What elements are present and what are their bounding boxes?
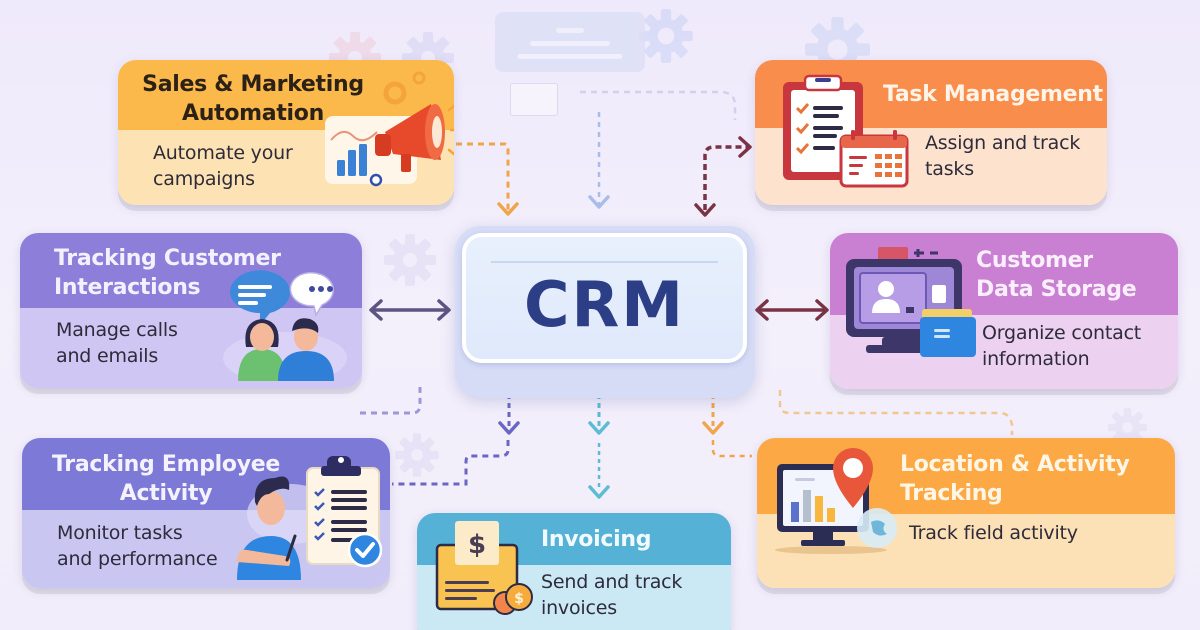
card-description: Assign and track tasks [925,132,1081,180]
card-tracking-employee-activity[interactable]: Tracking Employee Activity Monitor tasks… [22,438,390,588]
card-description: Automate your campaigns [153,142,293,190]
crm-hub[interactable]: CRM [462,233,747,363]
card-customer-data-storage[interactable]: Customer Data Storage Organize contact i… [830,233,1178,389]
svg-text:$: $ [514,591,524,607]
card-description: Send and track invoices [541,571,683,619]
monitor-location-pin-icon [775,448,897,554]
megaphone-chart-icon [325,71,454,187]
card-description: Track field activity [909,522,1078,544]
invoice-coins-icon: $ $ [435,521,533,615]
card-tracking-customer-interactions[interactable]: Tracking Customer Interactions Manage ca… [20,233,362,388]
card-title: Tracking Customer Interactions [54,246,281,300]
people-chat-icon [223,270,347,381]
card-title: Location & Activity Tracking [900,452,1130,506]
card-title: Sales & Marketing Automation [142,72,364,126]
card-task-management[interactable]: Task Management Assign and track tasks [755,60,1107,205]
monitor-folder-icon [846,247,976,357]
crm-label: CRM [524,268,685,341]
card-title: Task Management [883,82,1103,107]
card-invoicing[interactable]: Invoicing Send and track invoices $ $ [417,513,731,630]
card-sales-marketing-automation[interactable]: Sales & Marketing Automation Automate yo… [118,60,454,205]
card-location-activity-tracking[interactable]: Location & Activity Tracking Track field… [757,438,1175,588]
card-title: Tracking Employee Activity [51,452,280,506]
clipboard-calendar-icon [783,74,909,188]
card-description: Monitor tasks and performance [57,522,218,570]
card-description: Organize contact information [982,322,1142,370]
card-title: Customer Data Storage [976,248,1137,302]
crm-hub-divider [491,261,718,263]
employee-checklist-icon [237,456,383,580]
svg-text:$: $ [468,530,486,560]
card-title: Invoicing [541,527,652,552]
card-description: Manage calls and emails [56,319,178,367]
